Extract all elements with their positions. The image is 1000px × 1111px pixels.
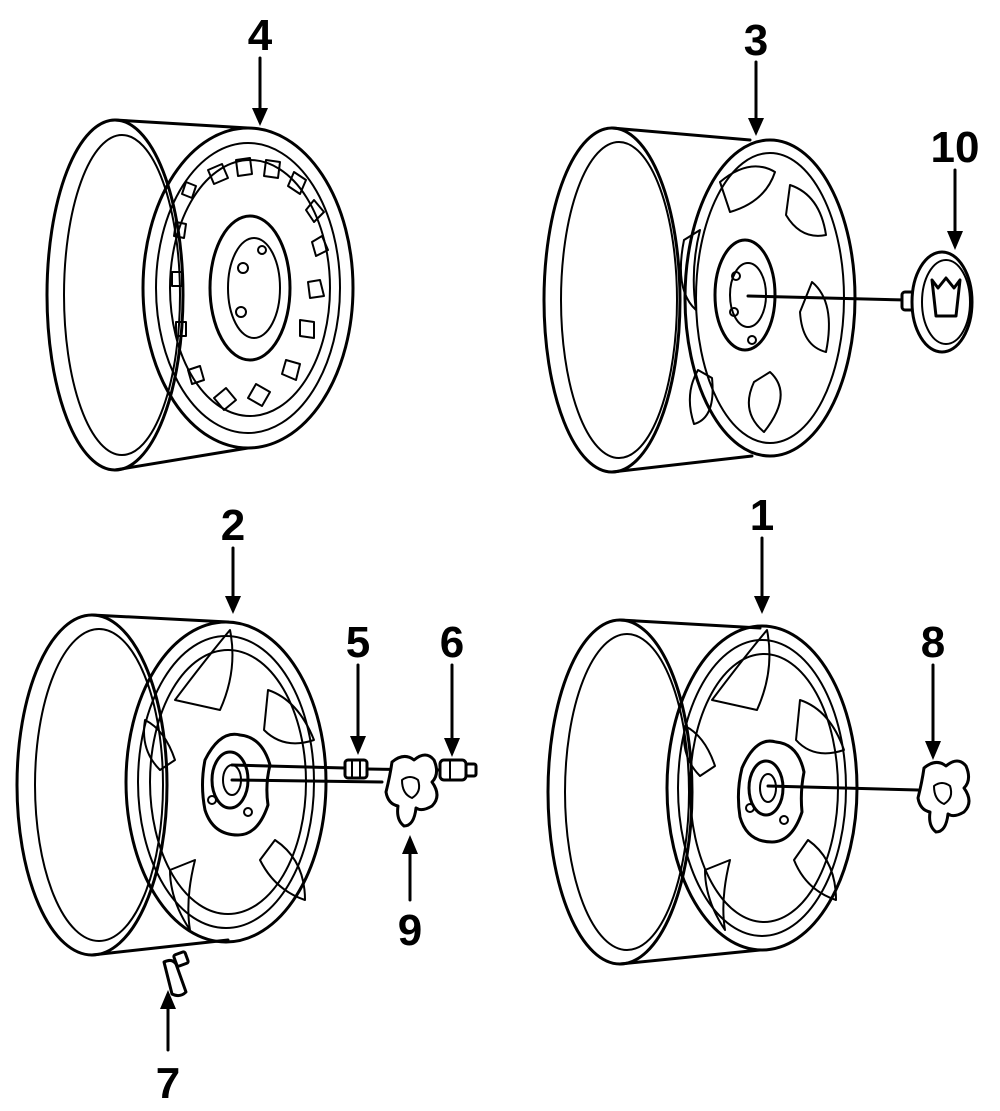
wheel-1 <box>546 618 859 966</box>
valve-stem-7 <box>162 950 190 998</box>
lug-nut-5 <box>230 758 442 780</box>
wheel-2 <box>15 613 328 957</box>
lug-lock-6 <box>438 758 478 782</box>
wheel-4-slots <box>171 157 329 411</box>
center-cap-9 <box>230 753 439 828</box>
callout-5: 5 <box>346 618 370 667</box>
center-cap-10 <box>746 250 974 354</box>
callout-9: 9 <box>398 906 422 955</box>
wheel-3 <box>542 126 857 474</box>
callout-1: 1 <box>750 491 774 540</box>
callout-8: 8 <box>921 618 945 667</box>
leader-arrows <box>160 56 963 1052</box>
callout-3: 3 <box>744 16 768 65</box>
callout-labels: 4 3 10 2 1 5 6 8 9 7 <box>156 11 980 1108</box>
callout-4: 4 <box>248 11 273 60</box>
wheel-4 <box>45 118 355 472</box>
callout-7: 7 <box>156 1059 180 1108</box>
callout-6: 6 <box>440 618 464 667</box>
callout-2: 2 <box>221 501 245 550</box>
callout-10: 10 <box>931 123 980 172</box>
center-cap-8 <box>766 759 971 834</box>
